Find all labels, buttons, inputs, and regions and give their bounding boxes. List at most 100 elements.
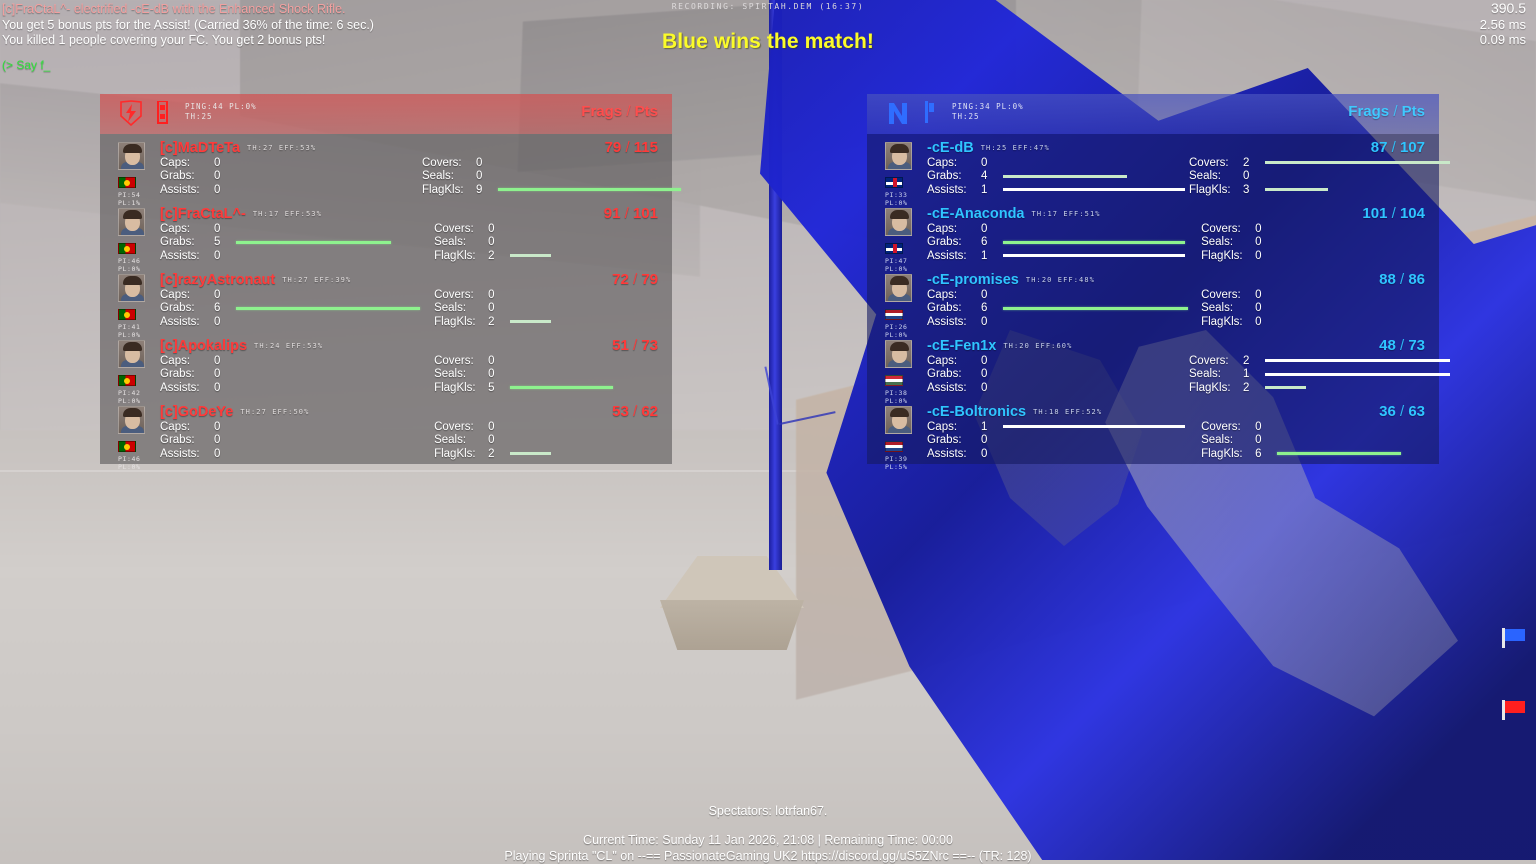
player-meta: TH:27 EFF:50% bbox=[240, 408, 310, 416]
stat-line: Caps:0 bbox=[160, 354, 434, 368]
stat-line: Seals:0 bbox=[422, 170, 672, 184]
stat-line: Covers:0 bbox=[1201, 222, 1439, 236]
player-frags: 88 bbox=[1379, 271, 1396, 288]
stat-label: Seals: bbox=[1201, 434, 1234, 447]
stat-label: Assists: bbox=[160, 315, 200, 328]
stat-line: Seals:0 bbox=[1201, 302, 1439, 316]
stat-label: FlagKls: bbox=[1189, 183, 1231, 196]
stat-value: 0 bbox=[214, 368, 221, 381]
stat-line: FlagKls:2 bbox=[434, 249, 672, 263]
stat-value: 0 bbox=[214, 170, 221, 183]
player-packet-loss: PL:0% bbox=[885, 397, 908, 405]
player-score: 88 / 86 bbox=[1379, 271, 1425, 288]
stat-label: Assists: bbox=[160, 249, 200, 262]
country-flag-icon bbox=[885, 177, 903, 188]
stat-value: 0 bbox=[981, 156, 988, 169]
red-header-separator: / bbox=[626, 103, 631, 120]
stat-line: Seals:0 bbox=[434, 368, 672, 382]
country-flag-icon bbox=[118, 441, 136, 452]
stat-label: Caps: bbox=[927, 420, 958, 433]
player-frags: 87 bbox=[1370, 139, 1388, 156]
player-name-text: -cE-Fen1x bbox=[927, 338, 997, 354]
stat-line: Caps:0 bbox=[160, 222, 434, 236]
player-points: 62 bbox=[641, 403, 658, 420]
stat-line: Caps:0 bbox=[927, 354, 1189, 368]
stat-label: Covers: bbox=[1189, 354, 1229, 367]
stat-line: Assists:0 bbox=[927, 447, 1201, 461]
log-message: [c]FraCtaL^- electrified -cE-dB with the… bbox=[2, 2, 346, 16]
blue-team-ping: PING:34 PL:0% bbox=[952, 102, 1024, 111]
player-name-text: [c]FraCtaL^- bbox=[160, 206, 246, 222]
current-time-line: Current Time: Sunday 11 Jan 2026, 21:08 … bbox=[583, 833, 953, 847]
player-points: 107 bbox=[1399, 139, 1425, 156]
stat-bar bbox=[1265, 161, 1450, 165]
score-separator: / bbox=[1395, 403, 1409, 420]
red-flagstat-pole bbox=[1502, 700, 1505, 720]
blue-flag-status-icon bbox=[1502, 628, 1528, 648]
avatar-body bbox=[888, 162, 911, 169]
stat-label: Caps: bbox=[160, 420, 191, 433]
message-log: [c]FraCtaL^- electrified -cE-dB with the… bbox=[2, 2, 422, 73]
player-points: 104 bbox=[1399, 205, 1425, 222]
stat-value: 0 bbox=[488, 434, 495, 447]
stat-label: Seals: bbox=[434, 368, 467, 381]
blue-frags-label: Frags bbox=[1348, 103, 1390, 120]
stat-line: Caps:0 bbox=[160, 288, 434, 302]
player-name: [c]FraCtaL^-TH:17 EFF:53% bbox=[160, 206, 672, 222]
player-score: 91 / 101 bbox=[604, 205, 658, 222]
stat-label: Seals: bbox=[1189, 170, 1221, 183]
player-packet-loss: PL:0% bbox=[118, 331, 141, 339]
stat-label: Grabs: bbox=[927, 236, 962, 249]
stat-label: FlagKls: bbox=[434, 315, 476, 328]
stat-line: Assists:0 bbox=[927, 315, 1201, 329]
country-flag-icon bbox=[885, 309, 903, 320]
stat-line: Grabs:4 bbox=[927, 170, 1189, 184]
avatar bbox=[118, 340, 145, 368]
stat-line: Caps:0 bbox=[160, 420, 434, 434]
avatar-hair bbox=[890, 408, 909, 417]
stat-line: Seals:0 bbox=[434, 236, 672, 250]
log-message: You killed 1 people covering your FC. Yo… bbox=[2, 33, 326, 47]
stat-value: 1 bbox=[1243, 368, 1250, 381]
stat-value: 0 bbox=[981, 447, 988, 460]
stat-bar bbox=[1265, 188, 1328, 192]
stat-label: Assists: bbox=[160, 447, 200, 460]
avatar-body bbox=[888, 294, 911, 301]
stat-value: 6 bbox=[214, 302, 221, 315]
player-ping: PI:38 bbox=[885, 389, 908, 397]
avatar bbox=[885, 406, 912, 434]
stat-line: Grabs:0 bbox=[927, 434, 1201, 448]
stat-value: 0 bbox=[981, 368, 988, 381]
stat-label: FlagKls: bbox=[1189, 381, 1231, 394]
avatar-hair bbox=[123, 342, 142, 351]
stat-label: Grabs: bbox=[160, 434, 195, 447]
stat-value: 0 bbox=[214, 381, 221, 394]
avatar bbox=[885, 274, 912, 302]
stat-label: Grabs: bbox=[160, 170, 195, 183]
blue-pts-label: Pts bbox=[1401, 103, 1425, 120]
